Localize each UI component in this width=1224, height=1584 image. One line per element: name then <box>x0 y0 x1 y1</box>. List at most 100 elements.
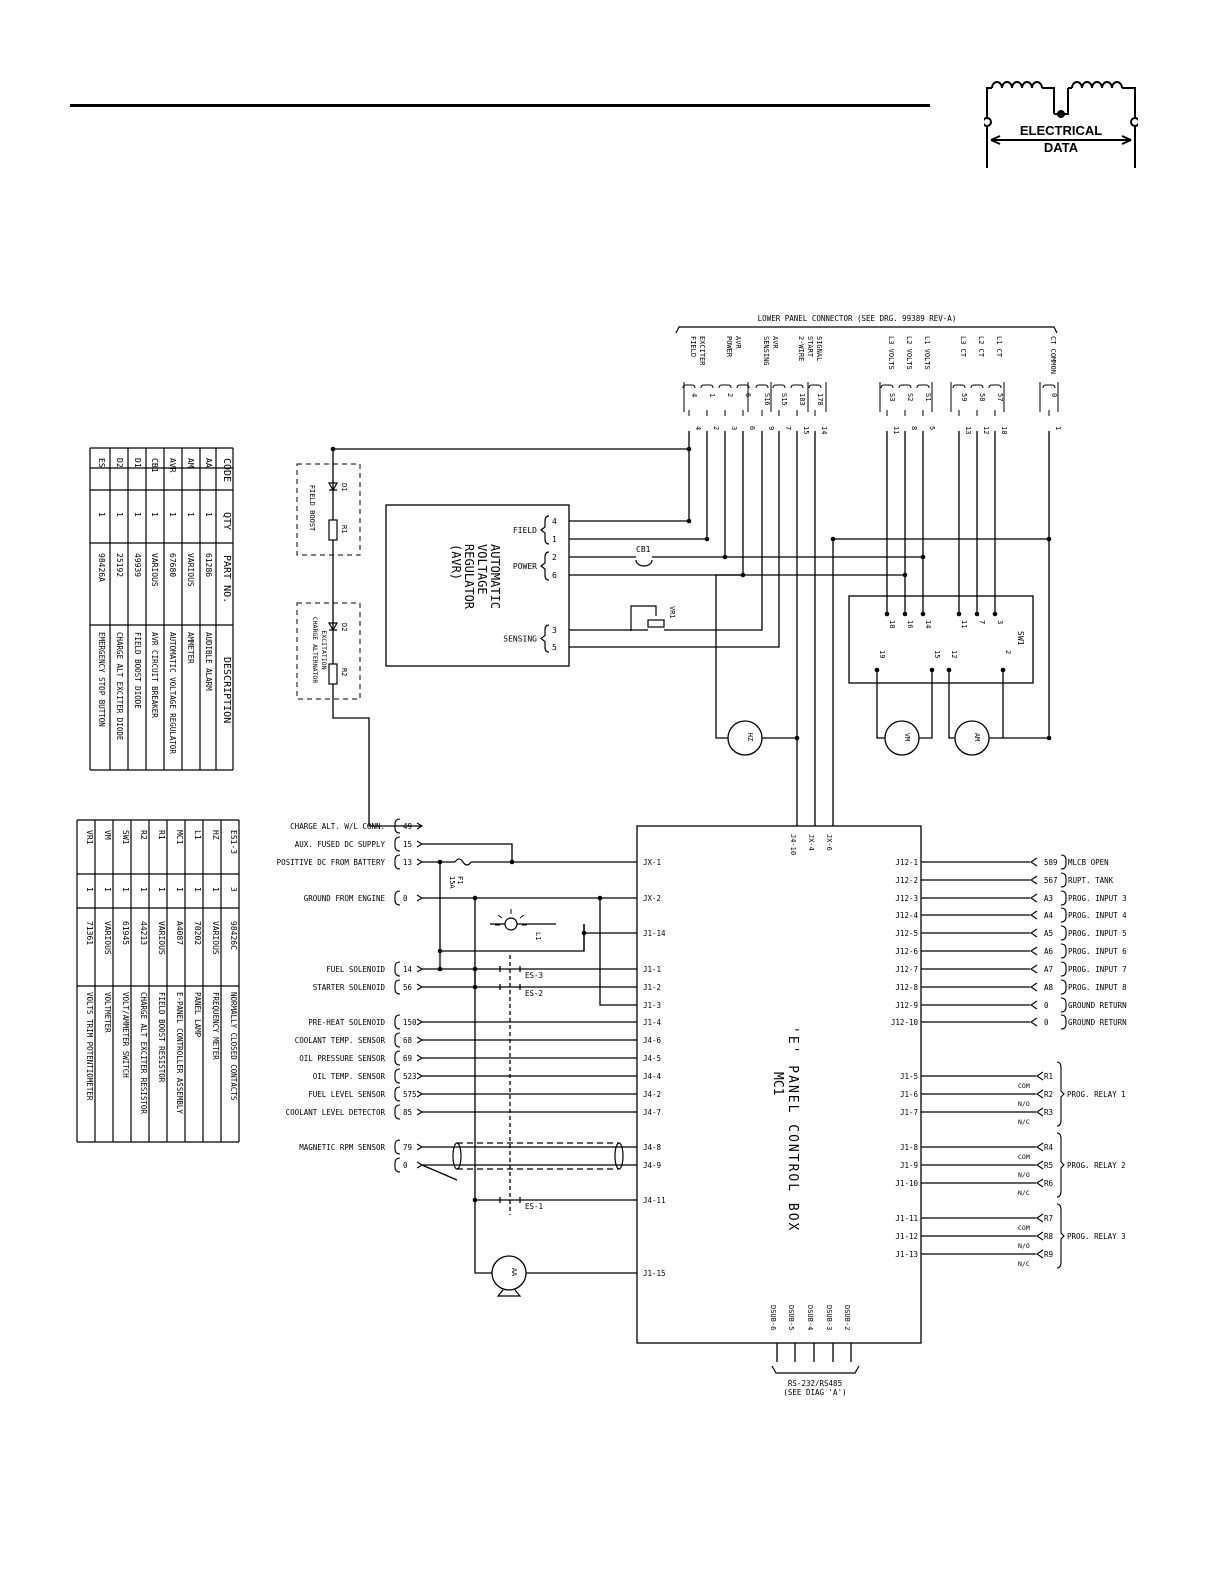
sw1-pin: 19 <box>878 650 886 658</box>
avr-box <box>385 504 570 667</box>
output-wire-id: A4 <box>1044 911 1054 920</box>
table2-part: 44213 <box>139 921 148 945</box>
sw1-pin: 12 <box>950 650 958 658</box>
table2-qty: 3 <box>229 887 238 892</box>
control-box-dsub-pin: DSUB-6 <box>769 1305 777 1330</box>
table1-code: AA <box>204 458 213 468</box>
resistor-r2-icon <box>328 663 338 685</box>
wire <box>569 449 690 522</box>
input-arrow <box>416 1108 424 1116</box>
avr-pin: 1 <box>552 535 557 544</box>
labels: LOWER PANEL CONNECTOR (SEE DRG. 99389 RE… <box>85 314 1127 1397</box>
junction-dot <box>740 572 746 578</box>
junction-dot <box>472 966 478 972</box>
junction-dot <box>686 446 692 452</box>
terminal-wire: 10 <box>1000 426 1008 434</box>
junction-dot <box>581 930 587 936</box>
relay-wire-id: R9 <box>1044 1250 1053 1259</box>
input-arrow <box>416 894 424 902</box>
table1-qty: 1 <box>204 512 213 517</box>
input-label: OIL PRESSURE SENSOR <box>299 1054 385 1063</box>
input-label: PRE-HEAT SOLENOID <box>308 1018 385 1027</box>
control-box-top-pin: JX-6 <box>825 834 833 851</box>
control-box-title: 'E' PANEL CONTROL BOX <box>785 1026 800 1232</box>
input-arrow <box>416 1018 424 1026</box>
control-box-left-pin: J4-7 <box>643 1108 661 1117</box>
terminal-wire: 1 <box>1054 426 1062 430</box>
input-arrow <box>416 1072 424 1080</box>
junction-dot <box>902 572 908 578</box>
terminal-connector <box>970 384 984 416</box>
meter-label: AM <box>973 733 981 741</box>
control-box-left-pin: J4-11 <box>643 1196 666 1205</box>
table2-part: 61945 <box>121 921 130 945</box>
input-wire: 56 <box>403 983 413 992</box>
sw1-pin: 3 <box>996 620 1004 624</box>
terminal-pin: 0 <box>1050 393 1058 397</box>
control-box-left-pin: J1-3 <box>643 1001 661 1010</box>
terminal-connector <box>952 384 966 416</box>
terminal-wire: 6 <box>748 426 756 430</box>
terminal-label: L1 CT <box>995 336 1003 358</box>
table2-desc: VOLTMETER <box>103 992 112 1033</box>
relay-contact-type: N/C <box>1018 1189 1030 1197</box>
fuse-icon <box>454 858 472 866</box>
relay-contact-type: COM <box>1018 1224 1030 1232</box>
table1-qty: 1 <box>133 512 142 517</box>
input-label: FUEL SOLENOID <box>326 965 385 974</box>
junction-dot <box>920 611 926 617</box>
junction-dot <box>330 446 336 452</box>
wire <box>333 431 690 450</box>
output-wire-id: A5 <box>1044 929 1053 938</box>
input-wire: 0 <box>403 1161 408 1170</box>
table2-qty: 1 <box>157 887 166 892</box>
table1-desc: AVR CIRCUIT BREAKER <box>150 632 159 718</box>
control-box-dsub-pin: DSUB-2 <box>843 1305 851 1330</box>
table1-part: VARIOUS <box>186 553 195 587</box>
relay-wire-id: R8 <box>1044 1232 1054 1241</box>
input-arrow <box>416 983 424 991</box>
relay-pin: J1-5 <box>900 1072 918 1081</box>
output-brace <box>1060 943 1067 959</box>
output-label: GROUND RETURN <box>1068 1018 1127 1027</box>
input-label: POSITIVE DC FROM BATTERY <box>277 858 386 867</box>
wire <box>832 431 1050 826</box>
shield-end <box>452 1142 462 1170</box>
table2-code: L1 <box>193 830 202 840</box>
switch-sw1-box <box>848 595 1034 684</box>
terminal-pin: S16 <box>763 393 771 406</box>
input-label: CHARGE ALT. W/L CONN. <box>290 822 385 831</box>
terminal-wire: 14 <box>820 426 828 434</box>
control-box-left-pin: J1-1 <box>643 965 661 974</box>
junction-dot <box>472 984 478 990</box>
input-brace <box>394 1157 401 1173</box>
junction-dot <box>597 895 603 901</box>
input-brace <box>394 1014 401 1030</box>
output-wire-id: A3 <box>1044 894 1053 903</box>
table1-qty: 1 <box>97 512 106 517</box>
relay-arrow <box>1036 1142 1044 1152</box>
output-wire-id: A7 <box>1044 965 1053 974</box>
logo-line-2: DATA <box>1043 140 1079 155</box>
sw1-pin: 15 <box>933 650 941 658</box>
terminal-connector <box>736 384 750 416</box>
wire <box>422 843 513 862</box>
input-brace <box>394 890 401 906</box>
rs232-label: RS-232/RS485 <box>788 1379 842 1388</box>
junction-dot <box>946 667 952 673</box>
relay-contact-type: COM <box>1018 1153 1030 1161</box>
table1-qty: 1 <box>186 512 195 517</box>
wire <box>569 431 708 540</box>
output-brace <box>1060 854 1067 870</box>
terminal-pin: 178 <box>816 393 824 406</box>
diode-d2-icon <box>327 622 339 632</box>
control-box-dsub-pin: DSUB-3 <box>825 1305 833 1330</box>
terminal-group-bars <box>683 382 1059 412</box>
table1-desc: AUDIBLE ALARM <box>204 632 213 691</box>
input-brace <box>394 818 401 834</box>
table1-desc: AMMETER <box>186 632 195 664</box>
relay-wire-id: R5 <box>1044 1161 1053 1170</box>
avr-pin: 2 <box>552 553 557 562</box>
terminal-label: EXCITER <box>698 336 706 366</box>
output-label: PROG. INPUT 7 <box>1068 965 1127 974</box>
